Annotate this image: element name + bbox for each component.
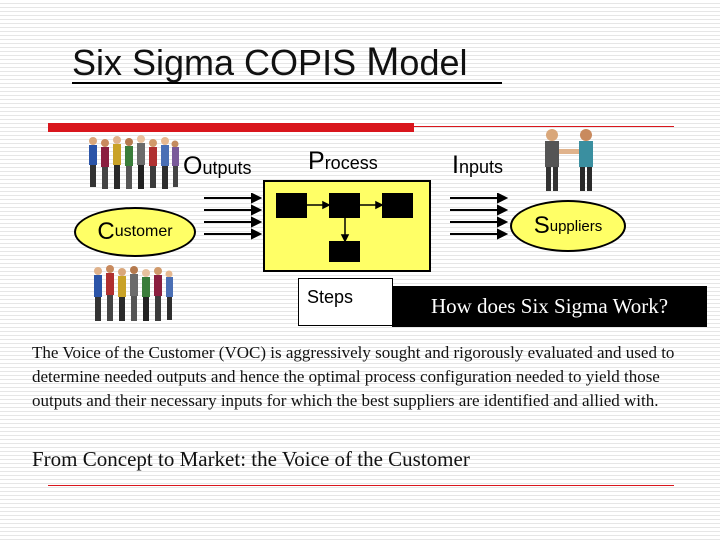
callout-text: How does Six Sigma Work? bbox=[430, 294, 669, 318]
process-label: Process bbox=[308, 147, 378, 176]
outputs-label-cap: O bbox=[183, 152, 203, 180]
callout-banner: How does Six Sigma Work? bbox=[392, 286, 707, 327]
arrow-right-icon bbox=[450, 193, 509, 204]
title-rest: odel bbox=[399, 42, 468, 83]
inputs-label-rest: nputs bbox=[458, 157, 503, 177]
customer-label-rest: ustomer bbox=[114, 223, 173, 240]
process-step-1 bbox=[276, 193, 307, 218]
customer-label-cap: C bbox=[97, 218, 115, 245]
arrow-right-icon bbox=[360, 200, 384, 210]
title-prefix: Six Sigma COPIS bbox=[72, 42, 367, 83]
body-paragraph: The Voice of the Customer (VOC) is aggre… bbox=[32, 343, 675, 410]
people-group-icon bbox=[94, 265, 173, 321]
arrow-right-icon bbox=[204, 193, 263, 204]
arrow-right-icon bbox=[307, 200, 331, 210]
steps-text: Steps bbox=[307, 287, 354, 307]
suppliers-label-cap: S bbox=[533, 212, 550, 239]
process-step-3 bbox=[382, 193, 413, 218]
outputs-label-rest: utputs bbox=[202, 158, 252, 178]
handshake-icon bbox=[545, 129, 593, 191]
arrow-right-icon bbox=[450, 204, 509, 216]
arrow-right-icon bbox=[204, 228, 263, 240]
process-label-rest: rocess bbox=[324, 153, 378, 173]
suppliers-label-rest: uppliers bbox=[549, 217, 603, 235]
accent-bar bbox=[48, 123, 414, 132]
subtitle: From Concept to Market: the Voice of the… bbox=[32, 447, 470, 471]
inputs-arrows bbox=[450, 193, 509, 240]
process-step-2 bbox=[329, 193, 360, 218]
title-cap: M bbox=[366, 40, 400, 84]
arrow-right-icon bbox=[450, 216, 509, 228]
arrow-right-icon bbox=[204, 204, 263, 216]
outputs-arrows bbox=[204, 193, 263, 240]
process-label-cap: P bbox=[308, 147, 325, 175]
arrow-right-icon bbox=[204, 216, 263, 228]
arrow-right-icon bbox=[450, 228, 509, 240]
arrow-down-icon bbox=[340, 218, 350, 243]
customers-group-icon bbox=[89, 135, 179, 189]
steps-label: Steps bbox=[298, 278, 393, 326]
inputs-label-cap: I bbox=[452, 151, 459, 179]
inputs-label: Inputs bbox=[452, 151, 503, 180]
process-flow-arrows bbox=[307, 200, 384, 243]
title-underline bbox=[72, 82, 502, 84]
customers-group-lower-icon bbox=[94, 265, 173, 321]
page-title: Six Sigma COPIS Model bbox=[72, 38, 467, 87]
accent-line bbox=[414, 126, 674, 127]
bottom-divider bbox=[48, 485, 674, 486]
outputs-label: Outputs bbox=[183, 152, 252, 181]
people-group-icon bbox=[89, 135, 179, 189]
process-step-4 bbox=[329, 241, 360, 262]
